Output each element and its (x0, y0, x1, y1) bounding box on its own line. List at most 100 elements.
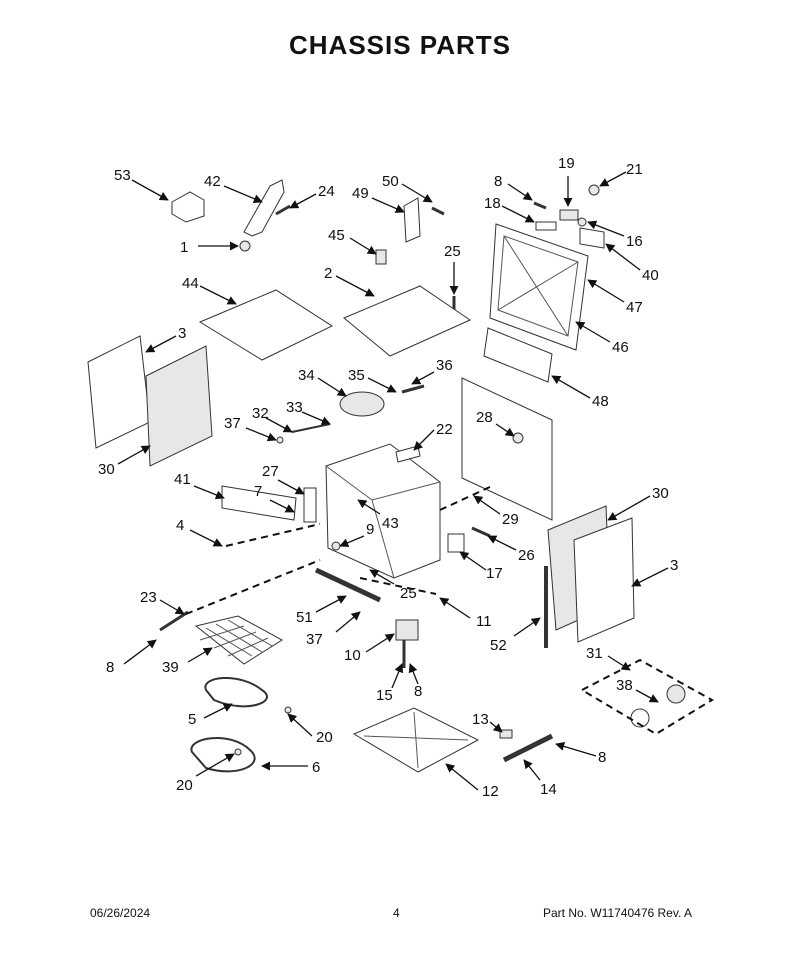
part-41-panel (221, 485, 297, 521)
callout-52: 52 (490, 637, 507, 654)
leader-9 (339, 535, 365, 548)
callout-37a: 37 (224, 415, 241, 432)
part-44-top-panel (198, 289, 334, 361)
callout-8a: 8 (494, 173, 502, 190)
part-50-screw (431, 206, 445, 216)
leader-23 (159, 599, 185, 615)
leader-2 (335, 275, 375, 297)
callout-40: 40 (642, 267, 659, 284)
leader-lines (117, 171, 669, 791)
leader-14 (523, 759, 541, 781)
leader-35 (367, 377, 397, 393)
callout-8d: 8 (598, 749, 606, 766)
part-46-rear-panel-inner (497, 235, 579, 337)
callout-53: 53 (114, 167, 131, 184)
part-32-33-bracket (291, 423, 331, 433)
leader-37a (245, 427, 277, 442)
leader-40 (605, 243, 641, 271)
part-10-igniter (395, 619, 419, 641)
leader-48 (551, 375, 591, 399)
part-40-plate (579, 227, 605, 249)
callout-labels: 53 42 24 1 45 49 50 25 8 19 21 18 16 40 … (98, 155, 678, 800)
leader-28 (495, 423, 515, 437)
callout-39: 39 (162, 659, 179, 676)
part-2-top-panel (343, 285, 472, 357)
callout-43: 43 (382, 515, 399, 532)
callout-16: 16 (626, 233, 643, 250)
callout-5: 5 (188, 711, 196, 728)
part-3-side-panel-right (573, 517, 635, 643)
leader-38 (635, 689, 659, 703)
footer-date: 06/26/2024 (90, 906, 151, 920)
callout-21: 21 (626, 161, 643, 178)
part-16-nut (577, 217, 587, 227)
part-23-rod (159, 610, 189, 632)
part-31-dashed-box (579, 658, 714, 736)
part-6-element (190, 737, 256, 773)
leader-39 (187, 647, 213, 663)
leader-34 (317, 377, 347, 397)
leader-24 (289, 193, 317, 209)
leader-15 (391, 663, 404, 689)
part-45-clip (375, 249, 387, 265)
part-27-bracket (303, 487, 317, 523)
leader-8a (507, 183, 533, 201)
part-14-bracket (502, 733, 554, 763)
leader-45 (349, 237, 377, 255)
leader-31 (607, 655, 631, 671)
part-18-bracket (535, 221, 557, 231)
leader-26 (487, 535, 517, 551)
part-26-screw (471, 526, 491, 538)
callout-11: 11 (476, 613, 492, 630)
part-8-screw-top (533, 201, 547, 210)
callout-20a: 20 (316, 729, 333, 746)
part-17-bracket (447, 533, 465, 553)
leader-53 (131, 179, 169, 201)
leader-29 (473, 495, 501, 515)
callout-19: 19 (558, 155, 575, 172)
callout-2: 2 (324, 265, 332, 282)
leader-41 (193, 485, 225, 500)
callout-10: 10 (344, 647, 361, 664)
callout-38: 38 (616, 677, 633, 694)
part-3-side-panel-left (87, 335, 151, 449)
part-36-sensor (401, 384, 425, 394)
part-37-screw-top (276, 436, 284, 444)
callout-22: 22 (436, 421, 453, 438)
callout-15: 15 (376, 687, 393, 704)
callout-6: 6 (312, 759, 320, 776)
leader-30a (117, 445, 151, 465)
callout-32: 32 (252, 405, 269, 422)
leader-8d (555, 741, 597, 757)
part-21-nut (588, 184, 600, 196)
part-49-bracket (403, 197, 421, 243)
part-29-rear-frame (461, 377, 553, 521)
callout-37b: 37 (306, 631, 323, 648)
leader-47 (587, 279, 625, 303)
callout-46: 46 (612, 339, 629, 356)
part-46-rear-panel (489, 223, 589, 351)
page-title: CHASSIS PARTS (289, 30, 511, 60)
leader-30b (607, 495, 651, 521)
callout-27: 27 (262, 463, 279, 480)
callout-26: 26 (518, 547, 535, 564)
callout-31: 31 (586, 645, 603, 662)
leader-49 (371, 197, 405, 213)
part-28-fitting (512, 432, 524, 444)
callout-30a: 30 (98, 461, 115, 478)
part-20-screw-b (234, 748, 242, 756)
leader-22 (413, 429, 435, 451)
part-5-element (204, 677, 268, 708)
assembly-line-2 (185, 559, 321, 615)
leader-46 (575, 321, 611, 343)
leader-42 (223, 185, 263, 204)
leader-20b (195, 753, 235, 777)
leader-21 (599, 171, 627, 187)
leader-12 (445, 763, 479, 791)
callout-29: 29 (502, 511, 519, 528)
part-39-oven-rack-grid (199, 619, 273, 657)
part-34-blower (339, 391, 385, 417)
leader-32 (265, 417, 293, 433)
callout-3b: 3 (670, 557, 678, 574)
